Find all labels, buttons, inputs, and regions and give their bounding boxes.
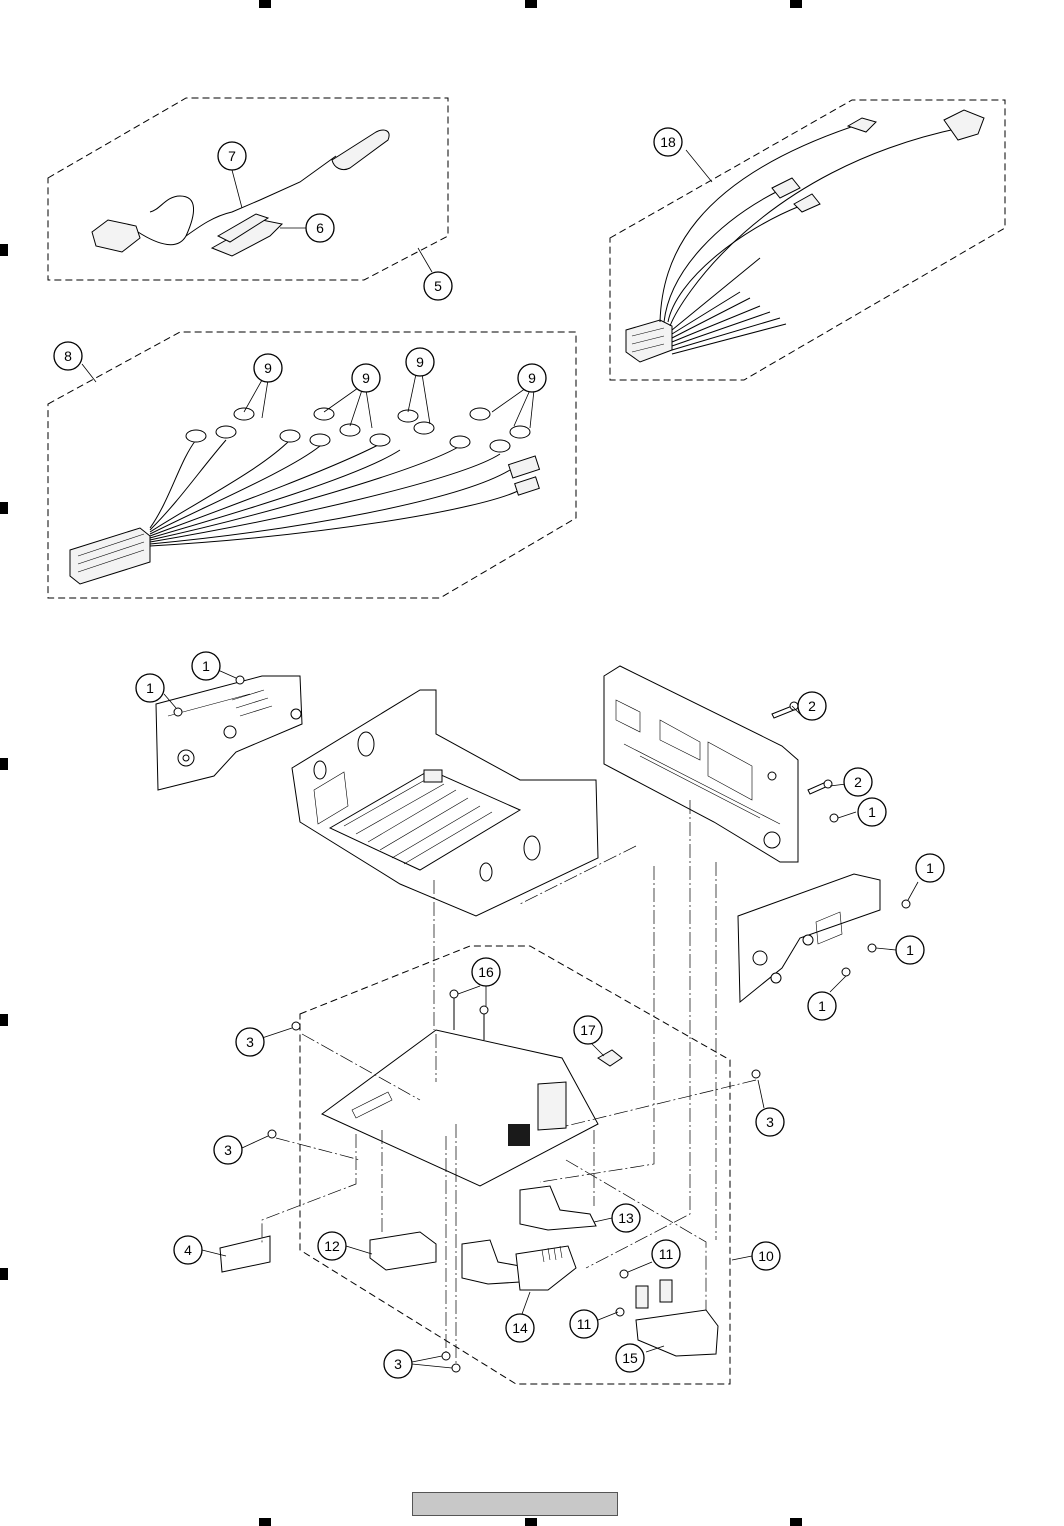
callout-3: 3 [213,1135,243,1165]
callout-14: 14 [505,1313,535,1343]
callout-3: 3 [383,1349,413,1379]
svg-text:4: 4 [184,1242,192,1258]
svg-text:6: 6 [316,220,324,236]
cable-assembly-5 [47,97,449,281]
svg-text:9: 9 [264,360,272,376]
svg-text:11: 11 [577,1316,592,1332]
svg-text:17: 17 [580,1022,596,1038]
svg-text:13: 13 [618,1210,634,1226]
callout-11: 11 [651,1239,681,1269]
svg-text:1: 1 [818,998,826,1014]
svg-text:10: 10 [758,1248,774,1264]
callout-3: 3 [235,1027,265,1057]
callout-1: 1 [807,991,837,1021]
callout-9: 9 [253,353,283,383]
power-harness-18 [609,99,1006,381]
callout-15: 15 [615,1343,645,1373]
svg-text:9: 9 [416,354,424,370]
svg-text:2: 2 [808,698,816,714]
callout-12: 12 [317,1231,347,1261]
rca-harness-8 [47,331,577,599]
svg-text:14: 14 [512,1320,528,1336]
callout-6: 6 [305,213,335,243]
callouts: 1 1 1 1 1 1 2 2 3 3 3 3 4 5 6 7 8 9 9 9 … [53,127,945,1379]
svg-text:1: 1 [202,658,210,674]
rca-leads [149,439,521,547]
callout-18: 18 [653,127,683,157]
callout-9: 9 [517,363,547,393]
registration-marks [0,0,802,1526]
callout-3: 3 [755,1107,785,1137]
callout-1: 1 [135,673,165,703]
callout-2: 2 [843,767,873,797]
svg-text:2: 2 [854,774,862,790]
callout-2: 2 [797,691,827,721]
svg-text:1: 1 [926,860,934,876]
svg-text:1: 1 [868,804,876,820]
callout-11: 11 [569,1309,599,1339]
callout-7: 7 [217,141,247,171]
svg-text:7: 7 [228,148,236,164]
callout-1: 1 [191,651,221,681]
leader-lines [163,669,919,1369]
callout-9: 9 [351,363,381,393]
svg-text:8: 8 [64,348,72,364]
svg-text:3: 3 [224,1142,232,1158]
svg-text:9: 9 [362,370,370,386]
svg-text:5: 5 [434,278,442,294]
svg-text:16: 16 [478,964,494,980]
main-board-group-10 [219,800,757,1385]
svg-text:18: 18 [660,134,676,150]
svg-text:11: 11 [659,1246,674,1262]
svg-text:1: 1 [146,680,154,696]
svg-text:12: 12 [324,1238,340,1254]
callout-9: 9 [405,347,435,377]
callout-4: 4 [173,1235,203,1265]
callout-10: 10 [751,1241,781,1271]
svg-text:3: 3 [394,1356,402,1372]
callout-1: 1 [857,797,887,827]
callout-1: 1 [915,853,945,883]
callout-5: 5 [423,271,453,301]
rca-plugs [185,407,541,496]
svg-text:3: 3 [766,1114,774,1130]
callout-16: 16 [471,957,501,987]
screws [173,675,911,1373]
svg-text:3: 3 [246,1034,254,1050]
callout-13: 13 [611,1203,641,1233]
page-footer-box [412,1492,618,1516]
callout-1: 1 [895,935,925,965]
svg-text:15: 15 [622,1350,638,1366]
svg-text:1: 1 [906,942,914,958]
callout-17: 17 [573,1015,603,1045]
svg-text:9: 9 [528,370,536,386]
chassis-assembly [155,665,881,1004]
callout-8: 8 [53,341,83,371]
